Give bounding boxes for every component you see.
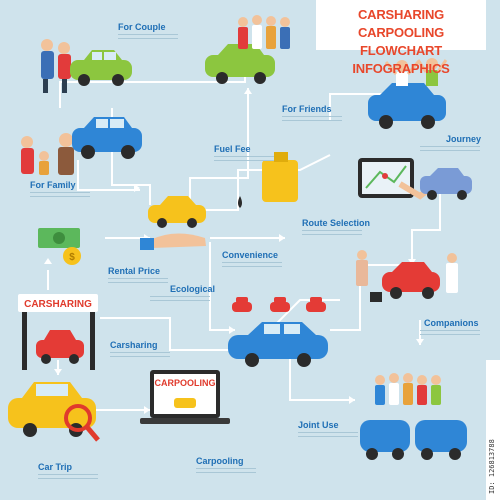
svg-text:$: $ bbox=[69, 252, 75, 263]
stock-id-strip: ID: 126813788 bbox=[486, 360, 500, 500]
caption-filler bbox=[302, 230, 362, 238]
caption-filler bbox=[282, 116, 342, 124]
journey-car-icon bbox=[368, 58, 448, 129]
couple-people-icon bbox=[41, 39, 71, 93]
tablet-map-icon bbox=[358, 158, 430, 200]
magnifier-icon bbox=[64, 404, 92, 432]
label-companions: Companions bbox=[424, 318, 479, 328]
family-people-icon bbox=[21, 133, 74, 175]
label-route-selection: Route Selection bbox=[302, 218, 371, 228]
laptop-icon bbox=[140, 370, 230, 424]
money-icon: $ bbox=[38, 228, 81, 265]
caption-filler bbox=[110, 352, 170, 360]
carsharing-station-icon bbox=[18, 294, 98, 370]
caption-filler bbox=[214, 156, 274, 164]
label-joint-use: Joint Use bbox=[298, 420, 339, 430]
ecological-blue-car-icon bbox=[228, 322, 328, 367]
title-line-1: CARSHARING CARPOOLING bbox=[357, 7, 445, 40]
caption-filler bbox=[38, 474, 98, 482]
label-carsharing: Carsharing bbox=[110, 340, 158, 350]
route-car-icon bbox=[420, 168, 472, 200]
caption-filler bbox=[420, 146, 480, 154]
label-fuel-fee: Fuel Fee bbox=[214, 144, 251, 154]
friends-car-icon bbox=[205, 44, 275, 84]
stock-id-text: ID: 126813788 bbox=[488, 439, 496, 494]
three-red-cars-icon bbox=[232, 297, 326, 312]
friends-people-icon bbox=[238, 15, 290, 49]
label-ecological: Ecological bbox=[170, 284, 216, 294]
caption-filler bbox=[108, 278, 168, 286]
label-journey: Journey bbox=[446, 134, 482, 144]
carsharing-sign-text: CARSHARING bbox=[24, 299, 92, 310]
caption-filler bbox=[196, 468, 256, 476]
label-convenience: Convenience bbox=[222, 250, 279, 260]
caption-filler bbox=[222, 262, 282, 270]
label-rental-price: Rental Price bbox=[108, 266, 161, 276]
label-for-couple: For Couple bbox=[118, 22, 166, 32]
connector-lines bbox=[47, 70, 441, 411]
family-car-icon bbox=[72, 117, 142, 159]
car-trip-icon bbox=[8, 382, 100, 442]
label-carpooling: Carpooling bbox=[196, 456, 244, 466]
caption-filler bbox=[298, 432, 358, 440]
hand-yellow-car-icon bbox=[140, 196, 206, 250]
couple-car-icon bbox=[70, 50, 132, 86]
caption-filler bbox=[118, 34, 178, 42]
caption-filler bbox=[150, 296, 210, 304]
caption-filler bbox=[30, 192, 90, 200]
caption-filler bbox=[420, 330, 480, 338]
carpooling-screen-text: CARPOOLING bbox=[154, 378, 215, 388]
label-car-trip: Car Trip bbox=[38, 462, 73, 472]
title-box: CARSHARING CARPOOLING FLOWCHART INFOGRAP… bbox=[316, 0, 486, 76]
companions-icon bbox=[356, 250, 458, 302]
label-for-family: For Family bbox=[30, 180, 76, 190]
oil-drop-icon bbox=[238, 196, 242, 208]
joint-use-group-icon bbox=[360, 373, 467, 460]
fuel-can-icon bbox=[238, 152, 298, 208]
label-for-friends: For Friends bbox=[282, 104, 332, 114]
title-line-2: FLOWCHART INFOGRAPHICS bbox=[352, 43, 450, 76]
